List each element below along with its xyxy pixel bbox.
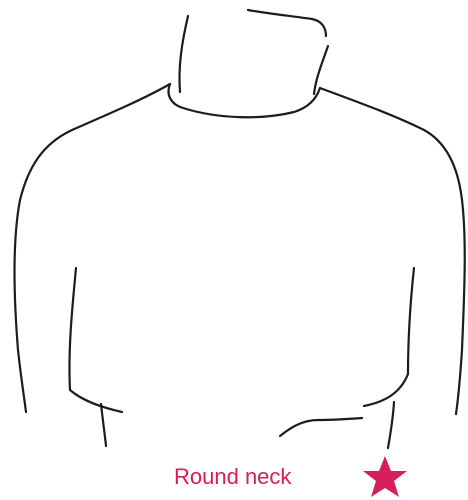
- right-armpit-line: [408, 268, 414, 374]
- center-waist-fold: [280, 418, 362, 436]
- right-waist-line: [388, 402, 394, 448]
- chin-outline: [248, 10, 326, 36]
- left-chest-curve: [70, 390, 122, 412]
- round-neckline: [169, 84, 320, 117]
- round-neck-label: Round neck: [174, 464, 291, 490]
- right-shoulder-arm-outline: [320, 88, 465, 414]
- left-shoulder-arm-outline: [15, 84, 171, 412]
- right-chest-curve: [364, 374, 408, 406]
- neck-right-outline: [314, 46, 328, 94]
- left-waist-line: [101, 404, 106, 446]
- star-icon: [362, 455, 408, 499]
- neck-left-outline: [179, 16, 188, 92]
- left-armpit-line: [69, 268, 76, 390]
